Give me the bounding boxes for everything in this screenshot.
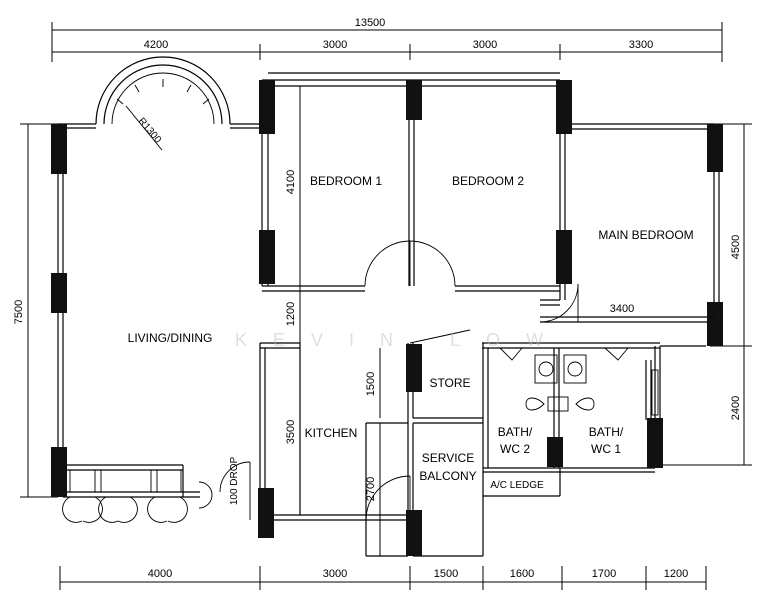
interior-walls xyxy=(259,80,652,557)
bath-wc-2-line-1: BATH/ xyxy=(498,425,533,439)
service-balcony-line-1: SERVICE xyxy=(422,451,474,465)
bottom-dim-1: 4000 xyxy=(148,568,172,580)
bath-wc-1-line-2: WC 1 xyxy=(591,442,621,456)
bottom-dim-4: 1600 xyxy=(510,568,534,580)
main-bedroom-width-dim: 3400 xyxy=(610,303,634,315)
top-dim-3: 3000 xyxy=(473,39,497,51)
bottom-dim-3: 1500 xyxy=(434,568,458,580)
structural-columns xyxy=(51,80,723,556)
store-label: STORE xyxy=(429,376,470,390)
left-total-dim: 7500 xyxy=(13,300,25,324)
bath-wc-1-line-1: BATH/ xyxy=(589,425,624,439)
living-dining-label: LIVING/DINING xyxy=(128,331,213,345)
internal-dimensions: 4100 1200 3500 1500 2700 3400 xyxy=(285,86,714,556)
balcony-windows xyxy=(62,469,188,523)
ac-ledge-label: A/C LEDGE xyxy=(490,480,544,491)
bath-wc-2-line-2: WC 2 xyxy=(500,442,530,456)
bedroom-1-label: BEDROOM 1 xyxy=(310,174,382,188)
bottom-dim-5: 1700 xyxy=(592,568,616,580)
balcony-depth-dim: 2700 xyxy=(365,477,377,501)
bay-window: R1300 xyxy=(95,56,231,151)
top-total-dim: 13500 xyxy=(355,17,386,29)
drop-label: 100 DROP xyxy=(229,456,240,505)
bottom-dimensions: 4000 3000 1500 1600 1700 1200 xyxy=(59,566,707,590)
top-dimensions: 13500 4200 3000 3000 3300 xyxy=(51,17,723,62)
bay-radius-label: R1300 xyxy=(136,116,164,146)
service-balcony-line-2: BALCONY xyxy=(419,469,476,483)
right-dimensions: 4500 2400 xyxy=(660,123,752,466)
top-dim-1: 4200 xyxy=(144,39,168,51)
watermark: KEVIN LOW xyxy=(235,330,569,350)
kitchen-label: KITCHEN xyxy=(305,426,358,440)
right-lower-dim: 2400 xyxy=(730,396,742,420)
kitchen-depth-dim: 3500 xyxy=(285,420,297,444)
corridor-gap-dim: 1200 xyxy=(285,302,297,326)
right-upper-dim: 4500 xyxy=(730,235,742,259)
bedroom-2-label: BEDROOM 2 xyxy=(452,174,524,188)
room-labels: BEDROOM 1 BEDROOM 2 MAIN BEDROOM LIVING/… xyxy=(128,174,694,505)
top-dim-2: 3000 xyxy=(323,39,347,51)
doors xyxy=(198,240,579,521)
main-bedroom-label: MAIN BEDROOM xyxy=(598,228,693,242)
store-depth-dim: 1500 xyxy=(365,372,377,396)
bottom-dim-6: 1200 xyxy=(664,568,688,580)
top-dim-4: 3300 xyxy=(629,39,653,51)
bathroom-fixtures xyxy=(499,347,659,416)
bottom-dim-2: 3000 xyxy=(323,568,347,580)
bedroom-depth-dim: 4100 xyxy=(285,170,297,194)
